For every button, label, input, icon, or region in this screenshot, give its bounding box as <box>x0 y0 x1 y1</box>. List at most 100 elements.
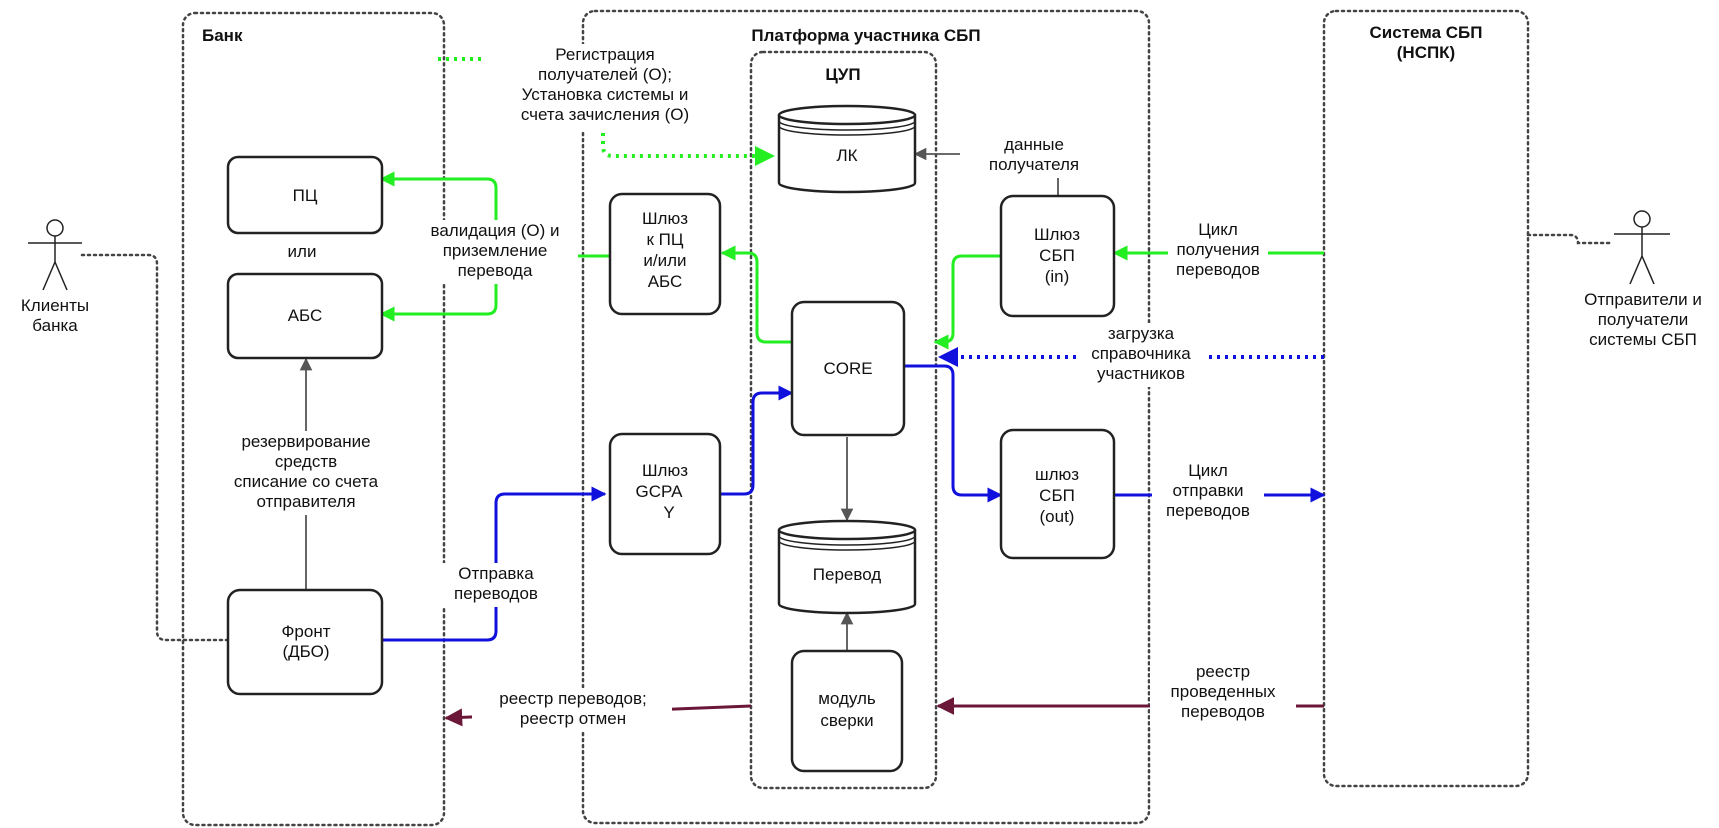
gw-out-line-2: СБП <box>1039 486 1075 505</box>
bank-title: Банк <box>202 26 243 45</box>
directory-line-1: загрузка <box>1108 324 1175 343</box>
cup-container <box>749 50 938 790</box>
gw-in-line-2: СБП <box>1039 246 1075 265</box>
gw-gcpay-line-2: GCPA <box>636 482 684 501</box>
gw-pc-line-1: Шлюз <box>642 209 688 228</box>
reserve-line-3: списание со счета <box>234 472 379 491</box>
reserve-label: резервирование средств списание со счета… <box>216 431 398 515</box>
validation-line-3: перевода <box>458 261 533 280</box>
lk-label: ЛК <box>836 146 857 165</box>
senders-line-2: получатели <box>1598 310 1689 329</box>
gw-pc-node: Шлюз к ПЦ и/или АБС <box>608 192 722 316</box>
senders-actor: Отправители и получатели системы СБП <box>1584 210 1702 349</box>
cycle-out-line-1: Цикл <box>1188 461 1228 480</box>
directory-label: загрузка справочника участников <box>1076 323 1206 387</box>
gw-pc-line-4: АБС <box>648 272 683 291</box>
sbp-container <box>1322 9 1530 788</box>
modul-line-1: модуль <box>818 689 876 708</box>
registration-arrow <box>601 133 775 166</box>
directory-line-2: справочника <box>1091 344 1191 363</box>
clients-line-1: Клиенты <box>21 296 89 315</box>
core-node: CORE <box>790 300 906 437</box>
stick-figure-icon <box>1614 210 1670 285</box>
clients-actor: Клиенты банка <box>21 219 89 335</box>
gw-in-line-3: (in) <box>1045 267 1070 286</box>
perevod-label: Перевод <box>813 565 882 584</box>
registration-label: Регистрация получателей (О); Установка с… <box>482 44 728 132</box>
registration-line-4: счета зачисления (О) <box>521 105 689 124</box>
sbp-title-line2: (НСПК) <box>1397 43 1455 62</box>
validation-label: валидация (О) и приземление перевода <box>412 220 578 284</box>
modul-node: модуль сверки <box>790 649 904 773</box>
validation-to-abs-arrow <box>379 256 498 322</box>
cycle-in-line-2: получения <box>1176 240 1259 259</box>
registry-bank-line-2: реестр отмен <box>520 709 626 728</box>
pc-node: ПЦ <box>226 155 384 235</box>
clients-line-2: банка <box>32 316 78 335</box>
gw-gcpay-node: Шлюз GCPA Y <box>608 432 722 556</box>
gcpay-to-core-arrow <box>720 385 794 496</box>
gw-out-line-1: шлюз <box>1035 465 1079 484</box>
or-label: или <box>288 242 317 261</box>
core-label: CORE <box>823 359 872 378</box>
recipient-data-label: данные получателя <box>960 134 1090 178</box>
perevod-database: Перевод <box>777 519 917 615</box>
cycle-out-label: Цикл отправки переводов <box>1152 460 1264 524</box>
core-to-gw-pc-arrow <box>720 245 792 344</box>
send-line-2: переводов <box>454 584 538 603</box>
gw-in-line-1: Шлюз <box>1034 225 1080 244</box>
send-label: Отправка переводов <box>440 563 552 607</box>
directory-line-3: участников <box>1097 364 1185 383</box>
reserve-line-1: резервирование <box>241 432 370 451</box>
recipient-data-line-2: получателя <box>989 155 1079 174</box>
registry-done-line-3: переводов <box>1181 702 1265 721</box>
platform-container <box>581 9 1151 825</box>
lk-database: ЛК <box>777 104 917 194</box>
registry-bank-label: реестр переводов; реестр отмен <box>472 688 672 732</box>
registry-done-line-2: проведенных <box>1171 682 1276 701</box>
bank-container <box>181 11 446 827</box>
gw-gcpay-line-1: Шлюз <box>642 461 688 480</box>
gw-in-node: Шлюз СБП (in) <box>999 194 1116 318</box>
abs-node: АБС <box>226 272 384 360</box>
recipient-data-line-1: данные <box>1004 135 1064 154</box>
clients-to-front-link <box>80 253 230 642</box>
reserve-line-4: отправителя <box>256 492 355 511</box>
validation-line-2: приземление <box>443 241 548 260</box>
stick-figure-icon <box>28 219 82 291</box>
gw-pc-line-2: к ПЦ <box>647 230 684 249</box>
cycle-in-line-1: Цикл <box>1198 220 1238 239</box>
registration-line-1: Регистрация <box>555 45 654 64</box>
registry-done-line-1: реестр <box>1196 662 1250 681</box>
reserve-line-2: средств <box>275 452 337 471</box>
cycle-in-label: Цикл получения переводов <box>1168 218 1268 282</box>
sbp-title-line1: Система СБП <box>1370 23 1483 42</box>
abs-label: АБС <box>288 306 323 325</box>
modul-line-2: сверки <box>820 711 873 730</box>
cycle-out-line-2: отправки <box>1173 481 1244 500</box>
cycle-in-line-3: переводов <box>1176 260 1260 279</box>
send-line-1: Отправка <box>458 564 534 583</box>
cup-title: ЦУП <box>825 65 860 84</box>
registration-line-3: Установка системы и <box>522 85 689 104</box>
gw-out-node: шлюз СБП (out) <box>999 428 1116 560</box>
sbp-to-senders-link <box>1526 233 1614 245</box>
registration-line-2: получателей (О); <box>538 65 672 84</box>
gw-gcpay-line-3: Y <box>663 503 674 522</box>
gw-pc-line-3: и/или <box>643 251 686 270</box>
gw-in-to-core-arrow <box>933 254 1001 350</box>
registry-done-label: реестр проведенных переводов <box>1150 661 1296 725</box>
front-line-1: Фронт <box>281 622 330 641</box>
front-line-2: (ДБО) <box>282 642 329 661</box>
front-node: Фронт (ДБО) <box>226 588 384 696</box>
senders-line-1: Отправители и <box>1584 290 1702 309</box>
registry-bank-line-1: реестр переводов; <box>499 689 646 708</box>
validation-line-1: валидация (О) и <box>430 221 559 240</box>
platform-title: Платформа участника СБП <box>751 26 980 45</box>
gw-out-line-3: (out) <box>1040 507 1075 526</box>
cycle-out-line-3: переводов <box>1166 501 1250 520</box>
core-to-gw-out-arrow <box>903 364 1003 503</box>
senders-line-3: системы СБП <box>1589 330 1697 349</box>
pc-label: ПЦ <box>293 186 318 205</box>
